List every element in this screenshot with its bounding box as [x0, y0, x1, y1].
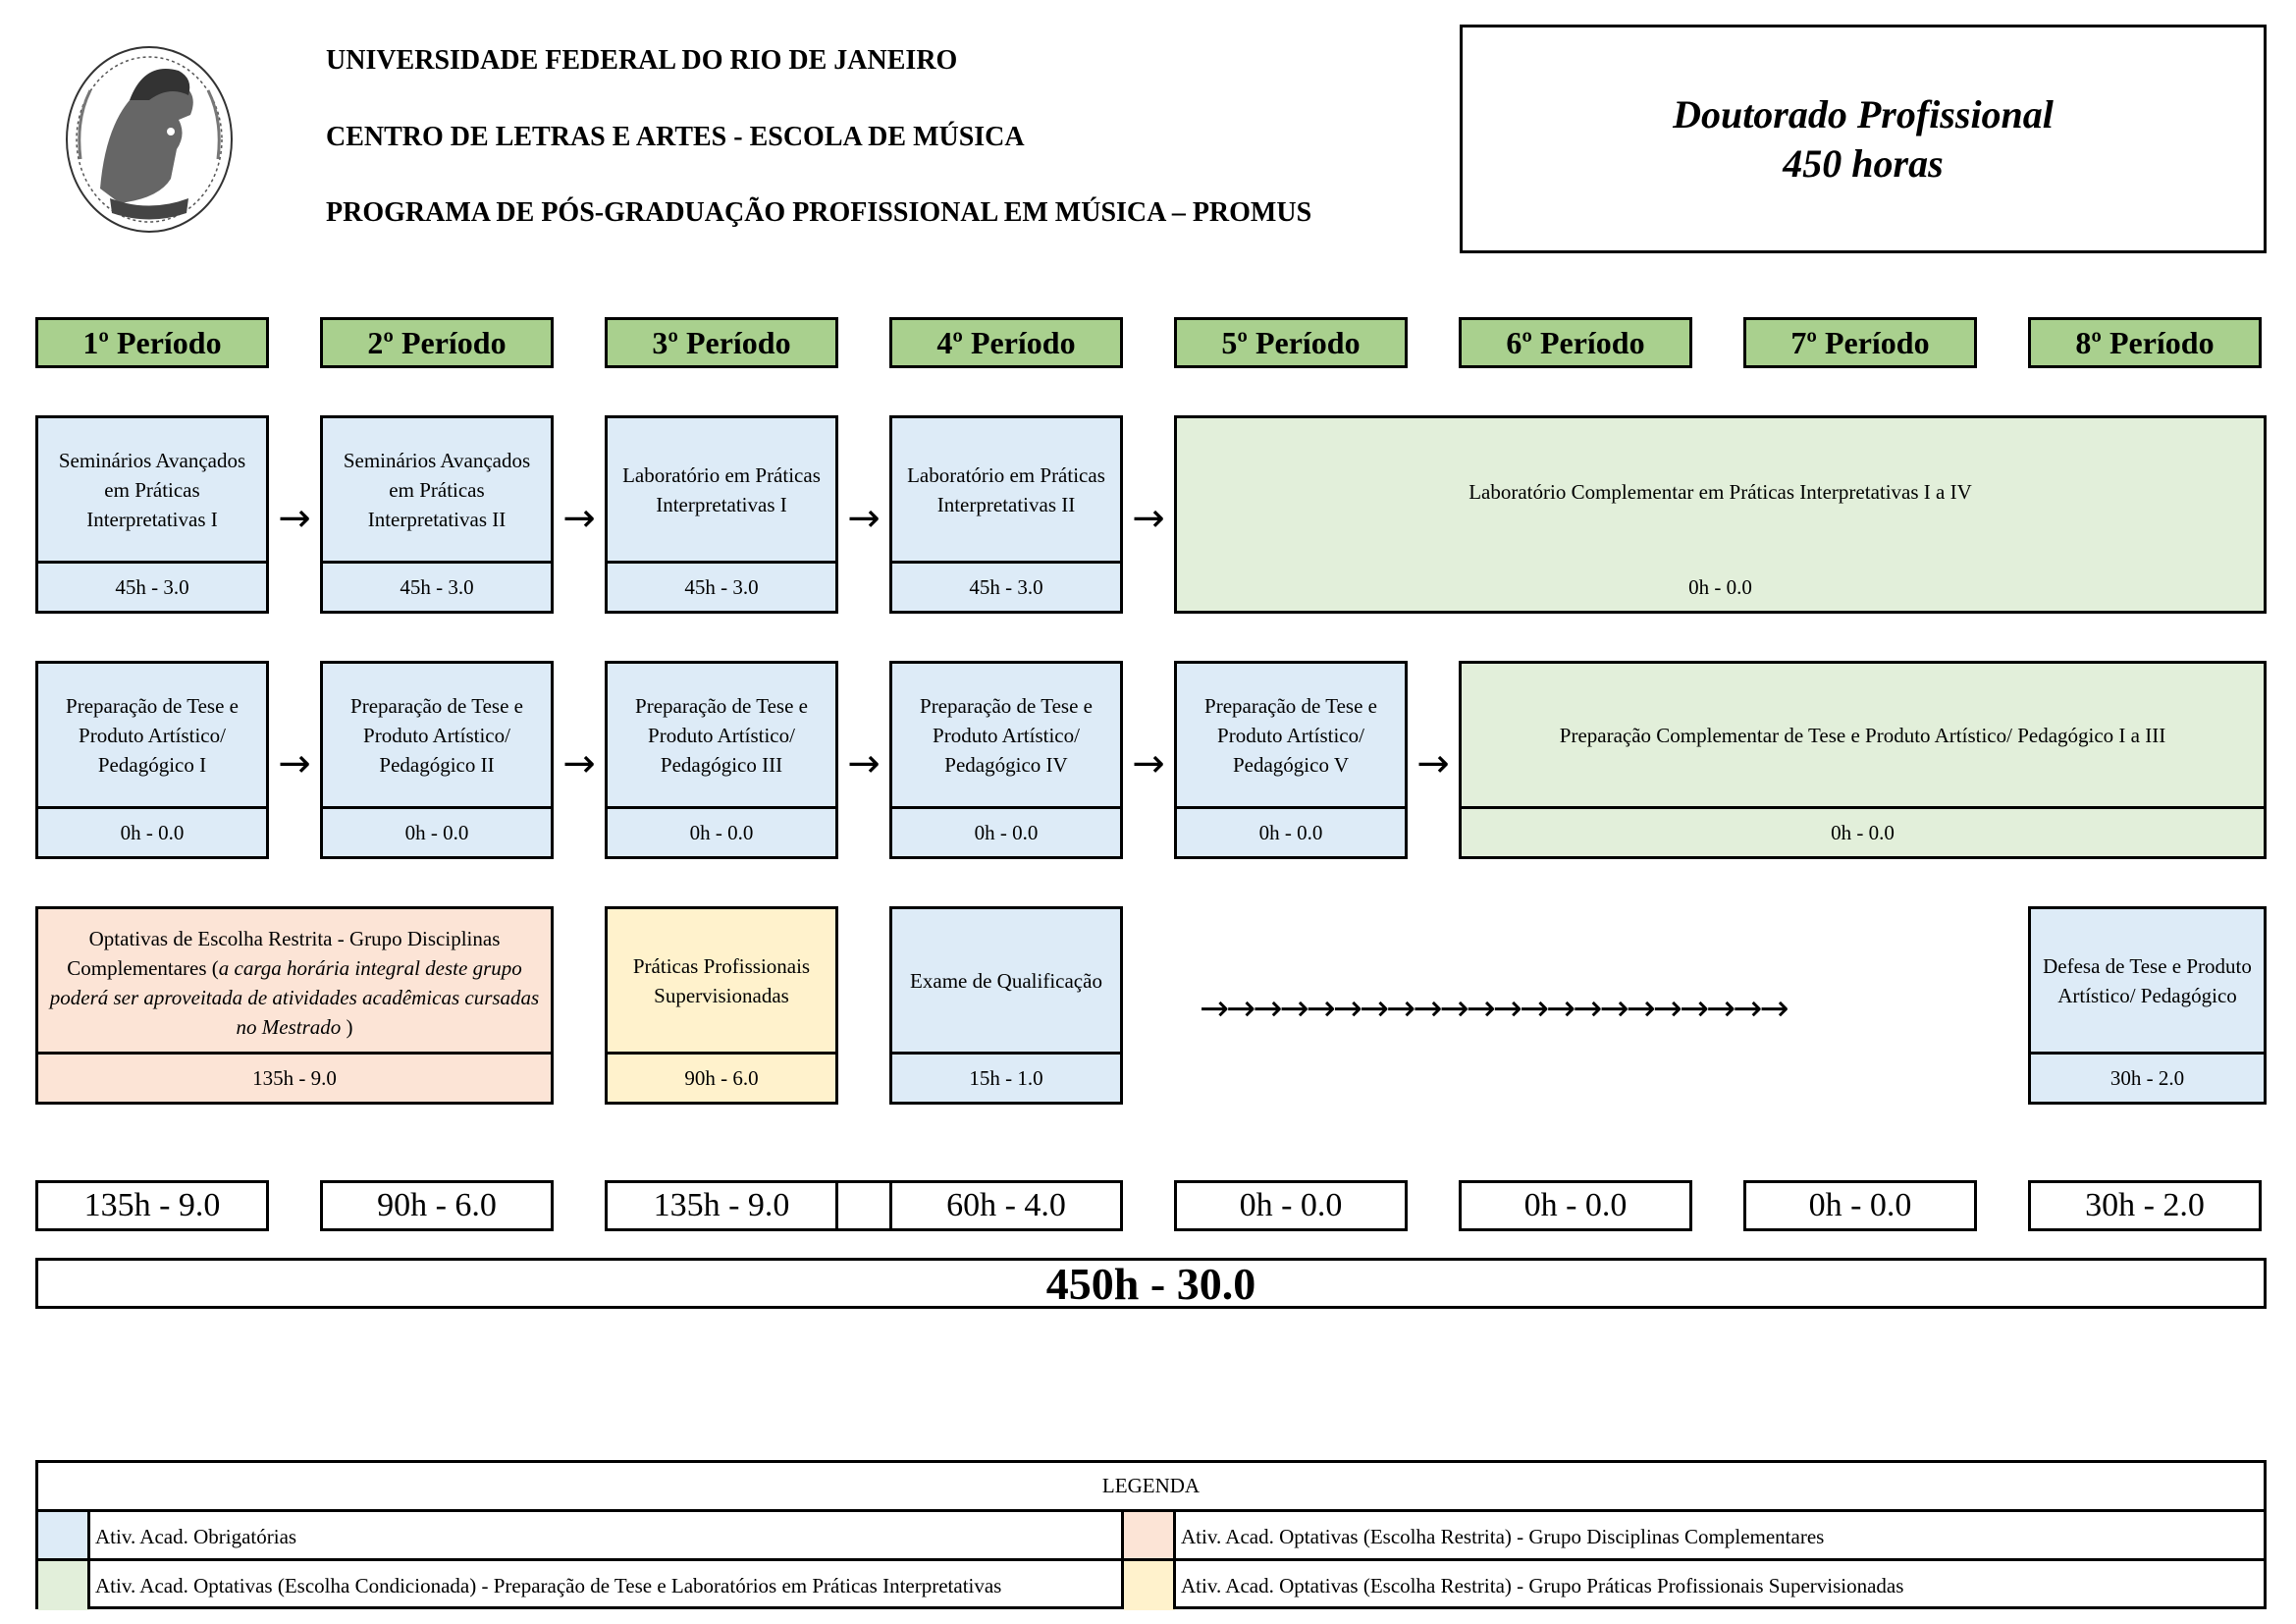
legend-label-restricted-practices: Ativ. Acad. Optativas (Escolha Restrita)…: [1181, 1573, 1904, 1597]
arrow-right-icon: →: [278, 741, 311, 786]
course-title: Preparação de Tese e Produto Artístico/ …: [608, 664, 835, 809]
course-title: Seminários Avançados em Práticas Interpr…: [38, 418, 266, 564]
course-title: Optativas de Escolha Restrita - Grupo Di…: [38, 909, 551, 1055]
course-title-text: Optativas de Escolha Restrita - Grupo Di…: [67, 927, 501, 980]
arrow-right-icon: →: [1416, 741, 1450, 786]
period-total-7: 0h - 0.0: [1743, 1180, 1977, 1231]
legend-swatch-restricted-practices: [1124, 1561, 1175, 1610]
course-hours: 0h - 0.0: [974, 820, 1039, 844]
course-hours: 30h - 2.0: [2109, 1065, 2185, 1090]
course-title: Preparação de Tese e Produto Artístico/ …: [323, 664, 551, 809]
legend-swatch-conditional: [38, 1561, 89, 1610]
arrow-right-icon: →: [562, 496, 596, 541]
course-hours: 0h - 0.0: [120, 820, 185, 844]
course-hours: 135h - 9.0: [252, 1065, 337, 1090]
course-hours: 0h - 0.0: [1688, 574, 1752, 599]
course-title-note: a carga horária integral deste grupo pod…: [49, 956, 540, 1039]
course-hours: 0h - 0.0: [1831, 820, 1895, 844]
legend-col-divider: [87, 1512, 90, 1609]
period-total-6: 0h - 0.0: [1459, 1180, 1692, 1231]
period-total-8: 30h - 2.0: [2028, 1180, 2262, 1231]
legend-swatch-mandatory: [38, 1512, 89, 1561]
legend-col-divider: [1173, 1512, 1176, 1609]
legend-row-divider: [38, 1558, 2264, 1561]
course-title: Preparação de Tese e Produto Artístico/ …: [1177, 664, 1405, 809]
program-hours: 450 horas: [1783, 140, 1944, 186]
period-header-8: 8º Período: [2028, 317, 2262, 368]
course-card: Seminários Avançados em Práticas Interpr…: [35, 415, 269, 614]
period-header-4: 4º Período: [889, 317, 1123, 368]
course-card: Defesa de Tese e Produto Artístico/ Peda…: [2028, 906, 2267, 1105]
course-hours: 45h - 3.0: [969, 574, 1043, 599]
period-header-5: 5º Período: [1174, 317, 1408, 368]
period-total-2: 90h - 6.0: [320, 1180, 554, 1231]
program-title-box: Doutorado Profissional 450 horas: [1460, 25, 2267, 253]
course-hours: 45h - 3.0: [115, 574, 189, 599]
course-card: Optativas de Escolha Restrita - Grupo Di…: [35, 906, 554, 1105]
total-divider: [835, 1180, 892, 1231]
period-total-1: 135h - 9.0: [35, 1180, 269, 1231]
period-header-3: 3º Período: [605, 317, 838, 368]
course-card: Preparação de Tese e Produto Artístico/ …: [320, 661, 554, 859]
course-card: Preparação Complementar de Tese e Produt…: [1459, 661, 2267, 859]
course-hours: 0h - 0.0: [1258, 820, 1323, 844]
grand-total: 450h - 30.0: [35, 1258, 2267, 1309]
header-center: CENTRO DE LETRAS E ARTES - ESCOLA DE MÚS…: [326, 122, 1025, 152]
period-header-6: 6º Período: [1459, 317, 1692, 368]
course-card: Seminários Avançados em Práticas Interpr…: [320, 415, 554, 614]
period-header-7: 7º Período: [1743, 317, 1977, 368]
course-card: Laboratório em Práticas Interpretativas …: [889, 415, 1123, 614]
long-arrow-chain-icon: →→→→→→→→→→→→→→→→→→→→→→: [1200, 990, 1789, 1029]
course-title: Práticas Profissionais Supervisionadas: [608, 909, 835, 1055]
course-title: Laboratório Complementar em Práticas Int…: [1468, 480, 1972, 504]
course-hours: 0h - 0.0: [689, 820, 754, 844]
arrow-right-icon: →: [278, 496, 311, 541]
course-card: Laboratório Complementar em Práticas Int…: [1174, 415, 2267, 614]
course-card: Preparação de Tese e Produto Artístico/ …: [1174, 661, 1408, 859]
course-card: Práticas Profissionais Supervisionadas 9…: [605, 906, 838, 1105]
legend: LEGENDA Ativ. Acad. Obrigatórias Ativ. A…: [35, 1460, 2267, 1610]
arrow-right-icon: →: [562, 741, 596, 786]
header-university: UNIVERSIDADE FEDERAL DO RIO DE JANEIRO: [326, 45, 958, 76]
legend-col-divider: [1121, 1512, 1124, 1609]
course-hours: 45h - 3.0: [400, 574, 474, 599]
legend-label-restricted-complementary: Ativ. Acad. Optativas (Escolha Restrita)…: [1181, 1524, 1825, 1548]
course-card: Laboratório em Práticas Interpretativas …: [605, 415, 838, 614]
arrow-right-icon: →: [847, 741, 881, 786]
course-hours: 45h - 3.0: [684, 574, 759, 599]
ufrj-logo: [66, 46, 233, 233]
course-title: Preparação de Tese e Produto Artístico/ …: [38, 664, 266, 809]
course-card: Exame de Qualificação 15h - 1.0: [889, 906, 1123, 1105]
period-header-1: 1º Período: [35, 317, 269, 368]
course-title: Preparação Complementar de Tese e Produt…: [1462, 664, 2264, 809]
header-program: PROGRAMA DE PÓS-GRADUAÇÃO PROFISSIONAL E…: [326, 197, 1312, 228]
arrow-right-icon: →: [847, 496, 881, 541]
legend-swatch-restricted-complementary: [1124, 1512, 1175, 1561]
legend-label-conditional: Ativ. Acad. Optativas (Escolha Condicion…: [95, 1573, 1002, 1597]
period-total-5: 0h - 0.0: [1174, 1180, 1408, 1231]
course-title: Exame de Qualificação: [892, 909, 1120, 1055]
period-total-4: 60h - 4.0: [889, 1180, 1123, 1231]
period-total-3: 135h - 9.0: [605, 1180, 838, 1231]
course-hours: 0h - 0.0: [404, 820, 469, 844]
course-title: Defesa de Tese e Produto Artístico/ Peda…: [2031, 909, 2264, 1055]
legend-title: LEGENDA: [38, 1463, 2264, 1512]
course-card: Preparação de Tese e Produto Artístico/ …: [605, 661, 838, 859]
legend-label-mandatory: Ativ. Acad. Obrigatórias: [95, 1524, 297, 1548]
course-title: Preparação de Tese e Produto Artístico/ …: [892, 664, 1120, 809]
course-title: Laboratório em Práticas Interpretativas …: [892, 418, 1120, 564]
course-card: Preparação de Tese e Produto Artístico/ …: [35, 661, 269, 859]
course-card: Preparação de Tese e Produto Artístico/ …: [889, 661, 1123, 859]
course-title: Laboratório em Práticas Interpretativas …: [608, 418, 835, 564]
course-hours: 90h - 6.0: [684, 1065, 759, 1090]
period-header-2: 2º Período: [320, 317, 554, 368]
arrow-right-icon: →: [1132, 741, 1165, 786]
program-title: Doutorado Profissional: [1673, 91, 2054, 136]
course-hours: 15h - 1.0: [969, 1065, 1043, 1090]
arrow-right-icon: →: [1132, 496, 1165, 541]
course-title-end: ): [341, 1015, 353, 1039]
course-title: Seminários Avançados em Práticas Interpr…: [323, 418, 551, 564]
